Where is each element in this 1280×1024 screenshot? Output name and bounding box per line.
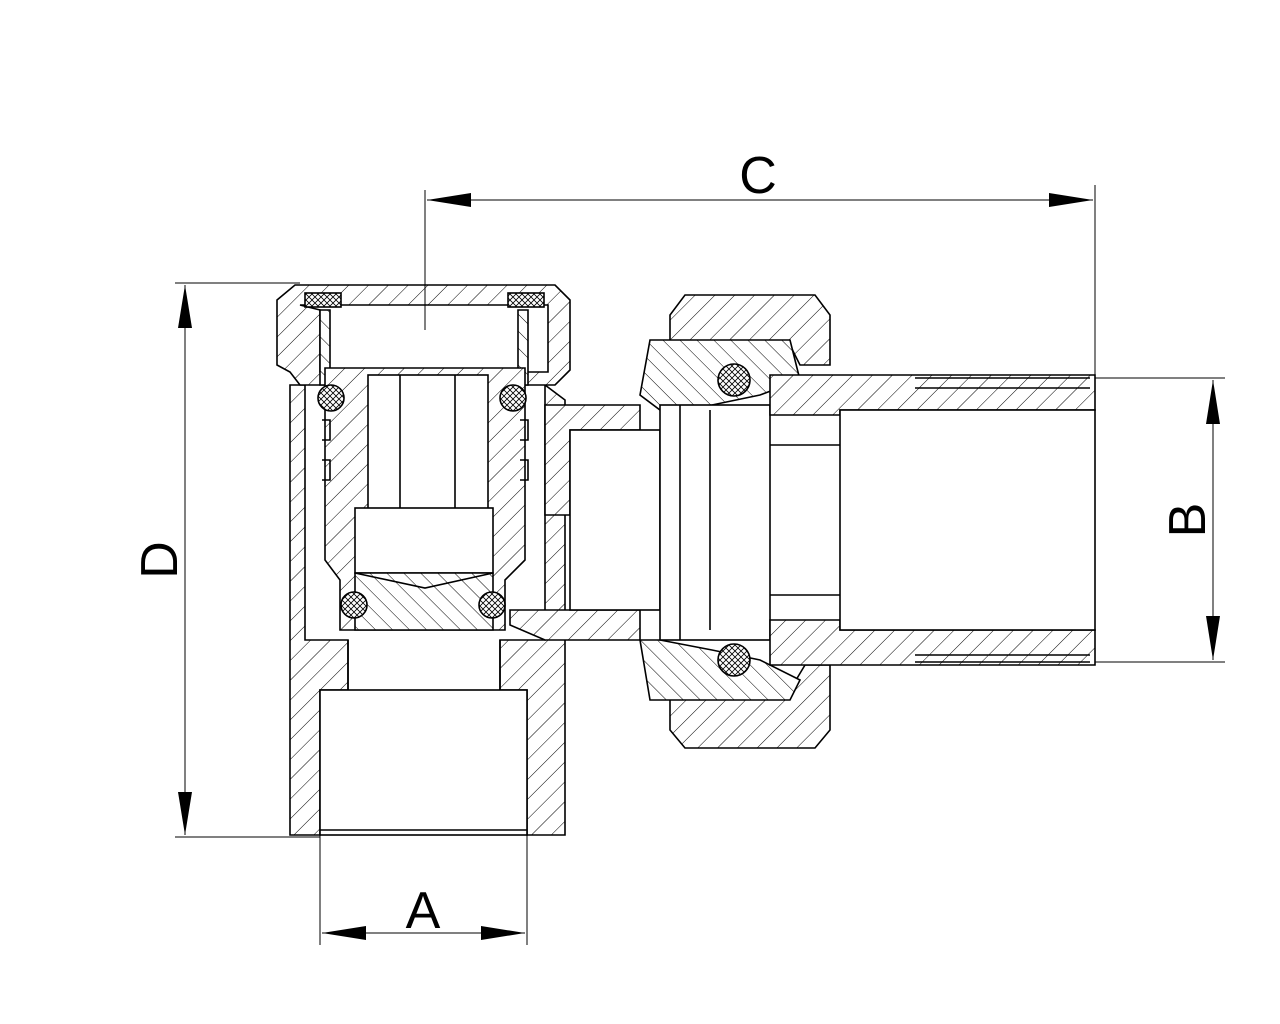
dimension-b-label: B: [1159, 503, 1217, 538]
valve-body: [276, 284, 571, 836]
dimension-a-label: A: [406, 882, 441, 940]
dimension-c-label: C: [739, 147, 777, 205]
dimension-d-label: D: [131, 541, 189, 579]
union-fitting: [509, 294, 1096, 749]
dimension-lines: [175, 185, 1225, 945]
